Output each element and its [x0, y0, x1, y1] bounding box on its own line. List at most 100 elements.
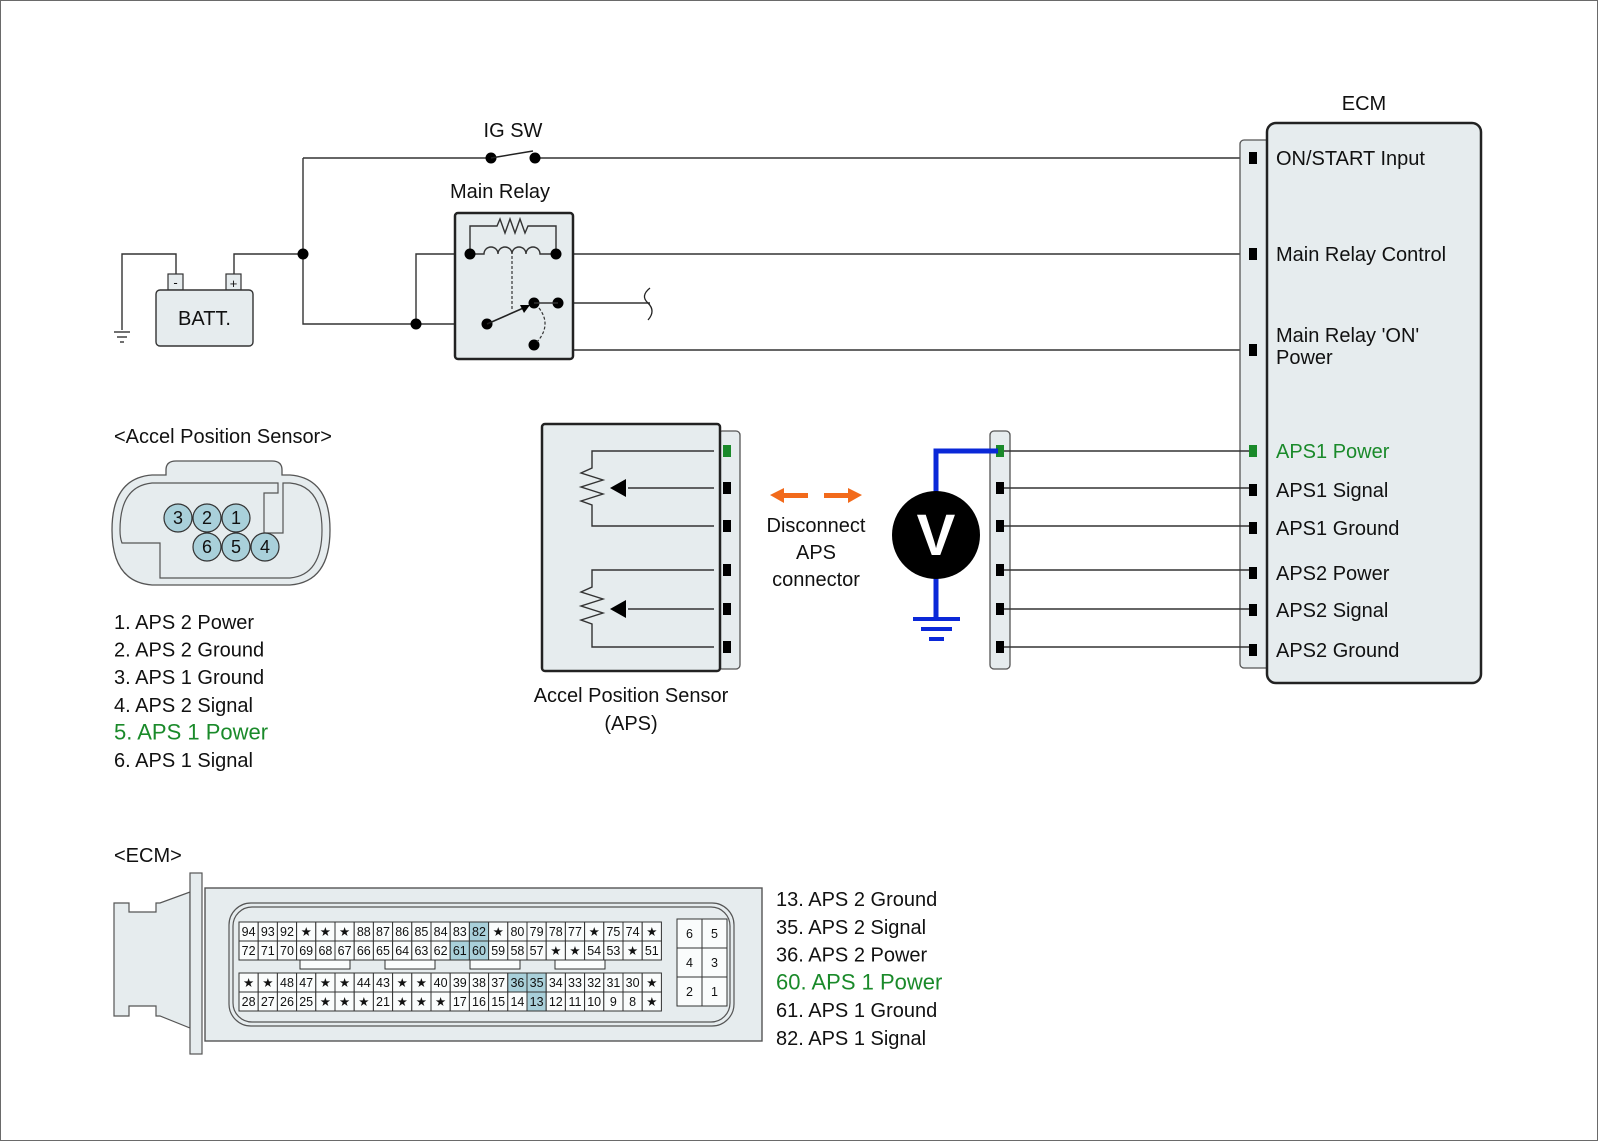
ecm-pin-terminal [1249, 604, 1257, 616]
ecm-pin-number: ★ [646, 995, 657, 1009]
ecm-pin-number: ★ [397, 976, 408, 990]
ecm-pin-number: 77 [568, 925, 582, 939]
aps-sensor-pin [723, 482, 731, 494]
ecm-pin-number: 78 [549, 925, 563, 939]
ecm-pin-number: 84 [434, 925, 448, 939]
ecm-small-pin-number: 6 [686, 927, 693, 941]
aps-sensor-label-2: (APS) [604, 713, 657, 735]
harness-pin [996, 603, 1004, 615]
aps-sensor-connector-strip [717, 430, 741, 670]
ecm-pin-number: 15 [491, 995, 505, 1009]
aps-connector-pin [221, 503, 251, 533]
ecm-legend-item: 82. APS 1 Signal [776, 1028, 926, 1050]
ecm-body [1265, 121, 1483, 685]
ecm-pin-number: ★ [627, 944, 638, 958]
aps-sensor-pin [723, 564, 731, 576]
ecm-pin-number: 14 [510, 995, 524, 1009]
ecm-pin-number: 60 [472, 944, 486, 958]
ecm-pin-terminal [1249, 248, 1257, 260]
disconnect-note: Disconnect APS connector [767, 488, 866, 591]
ecm-legend-item: 35. APS 2 Signal [776, 917, 926, 939]
ecm-pin-label: APS2 Signal [1276, 600, 1388, 622]
ecm-small-pin-number: 1 [711, 985, 718, 999]
aps-legend-item: 5. APS 1 Power [114, 719, 268, 744]
aps-connector-pin-number: 6 [202, 537, 212, 557]
ecm-pin-number: 86 [395, 925, 409, 939]
aps-legend-item: 4. APS 2 Signal [114, 695, 253, 717]
ecm-pin-label: APS1 Power [1276, 441, 1390, 463]
ecm-pin-number: 8 [629, 995, 636, 1009]
ecm-small-pin-number: 4 [686, 956, 693, 970]
ecm-pin-label: APS2 Power [1276, 563, 1390, 585]
ecm-pin-terminal [1249, 484, 1257, 496]
ecm-pin-label: APS1 Signal [1276, 480, 1388, 502]
ecm-pin-label: ON/START Input [1276, 148, 1425, 170]
potentiometer-icon [578, 569, 714, 648]
ecm-pin-number: ★ [397, 995, 408, 1009]
ecm-small-pin-number: 2 [686, 985, 693, 999]
aps-connector-pin-number: 5 [231, 537, 241, 557]
ecm-pin-number: 34 [549, 976, 563, 990]
ecm-pin-number: 92 [280, 925, 294, 939]
ecm-pin-number: ★ [339, 995, 350, 1009]
ground-icon [913, 617, 960, 641]
voltmeter-symbol: V [917, 503, 956, 568]
disconnect-line3: connector [772, 569, 860, 591]
harness-pin [996, 482, 1004, 494]
ecm-connector-strip [1239, 139, 1271, 669]
wire-batt-bus [302, 158, 416, 325]
ecm-pin-number: ★ [301, 925, 312, 939]
ecm-pin-number: 43 [376, 976, 390, 990]
aps-sensor-pins [723, 445, 731, 653]
ecm-key-slot [554, 959, 606, 970]
ecm-pin-number: 39 [453, 976, 467, 990]
ecm-pin-number: ★ [550, 944, 561, 958]
harness-pin [996, 641, 1004, 653]
voltmeter-icon [892, 491, 980, 579]
ecm-connector-heading: <ECM> [114, 845, 182, 867]
ecm-pin-number: 51 [645, 944, 659, 958]
potentiometer-icon [578, 450, 714, 527]
ecm-pin-terminal [1249, 522, 1257, 534]
ecm-pin-number: ★ [320, 995, 331, 1009]
wire-batt-neg [121, 253, 177, 330]
ecm-pin-number: 88 [357, 925, 371, 939]
ecm-small-pin-cell [676, 976, 703, 1007]
ecm-pin-number: 12 [549, 995, 563, 1009]
wire-main-relay-on-power [557, 303, 1248, 351]
ecm-legend-item: 60. APS 1 Power [776, 969, 942, 994]
aps-connector-pin-number: 4 [260, 537, 270, 557]
ecm-small-pin-number: 3 [711, 956, 718, 970]
ecm-pin-number: 28 [242, 995, 256, 1009]
ecm-pin-number: 47 [299, 976, 313, 990]
ecm-pin-number: 85 [414, 925, 428, 939]
aps-connector-pin [221, 532, 251, 562]
harness-pin [996, 520, 1004, 532]
ecm-key-slot [469, 959, 521, 970]
ecm-pin-number: 53 [606, 944, 620, 958]
aps-sensor-body [540, 422, 722, 673]
ecm-pin-number: ★ [262, 976, 273, 990]
battery-pos-label: + [230, 276, 238, 291]
main-relay: Main Relay [450, 181, 575, 361]
aps-legend-item: 3. APS 1 Ground [114, 667, 264, 689]
ecm-pin-number: 13 [530, 995, 544, 1009]
aps-connector-pin [250, 532, 280, 562]
ecm-pin-number: ★ [646, 925, 657, 939]
aps-sensor-pin [723, 445, 731, 457]
junction-node [297, 248, 309, 260]
disconnect-line2: APS [796, 542, 836, 564]
ig-sw-label: IG SW [484, 120, 543, 142]
ecm-pin-label-2: Power [1276, 347, 1333, 369]
ecm-pin-number: 30 [626, 976, 640, 990]
ecm-pin-number: ★ [589, 925, 600, 939]
harness-pin [996, 564, 1004, 576]
ecm-pin-number: 10 [587, 995, 601, 1009]
aps-sensor-label: Accel Position Sensor [534, 685, 729, 707]
ecm-pin-number: 63 [414, 944, 428, 958]
ecm-pin-number: ★ [416, 976, 427, 990]
ignition-switch: IG SW [484, 120, 543, 164]
